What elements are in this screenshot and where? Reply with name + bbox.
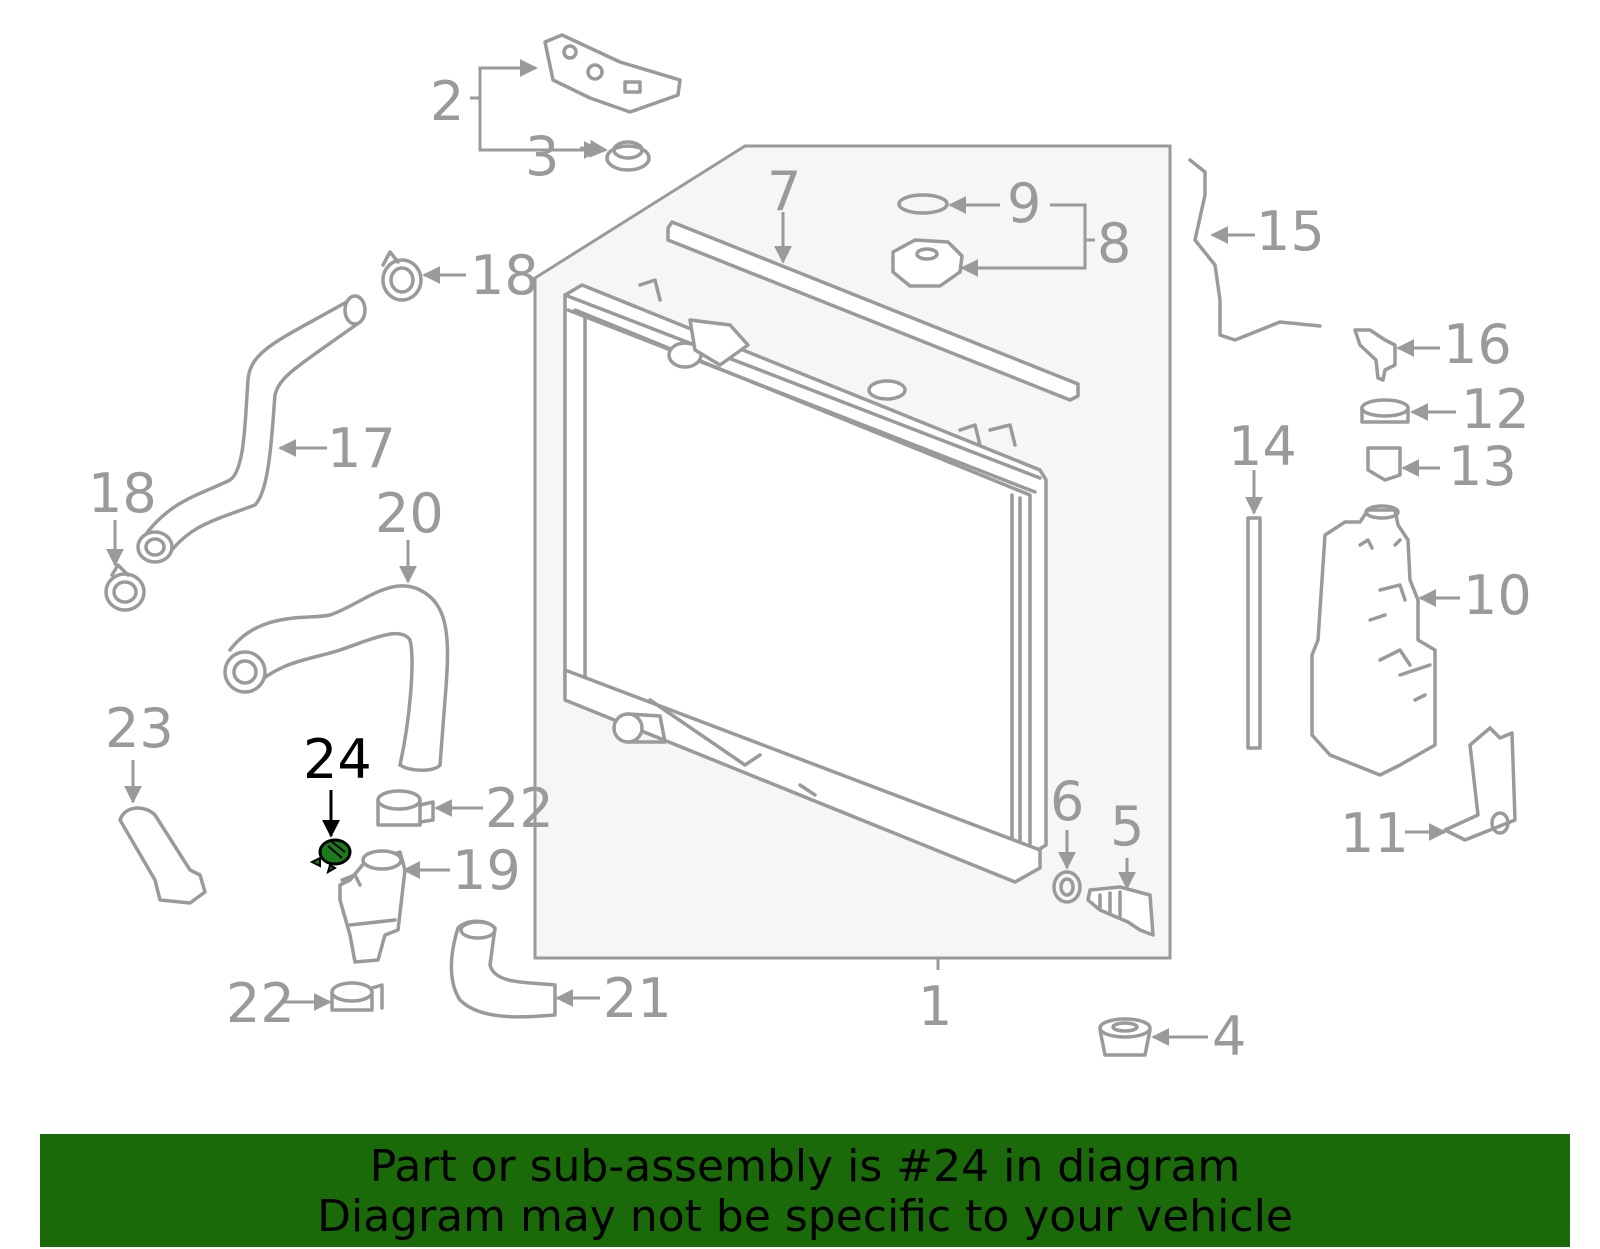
o-ring-icon: [897, 193, 949, 215]
callout-15: 15: [1256, 200, 1325, 263]
part-17-upper-hose[interactable]: [136, 294, 367, 564]
part-2-bracket[interactable]: [543, 33, 682, 114]
grommet-icon: [1366, 446, 1402, 482]
part-8-cap[interactable]: [891, 238, 964, 288]
callout-16: 16: [1443, 313, 1512, 376]
hose-clamp-icon: [104, 572, 146, 612]
radiator-cap-icon: [891, 238, 964, 288]
part-11-bracket[interactable]: [1443, 726, 1517, 842]
callout-13: 13: [1448, 435, 1517, 498]
reservoir-icon: [1310, 508, 1437, 777]
part-24-highlighted[interactable]: [309, 838, 352, 875]
part-12-cap[interactable]: [1360, 398, 1410, 424]
part-22-clamp-upper[interactable]: [376, 789, 435, 827]
part-15-hose[interactable]: [1188, 158, 1322, 342]
seal-strip-icon: [666, 220, 1080, 402]
banner-line-1: Part or sub-assembly is #24 in diagram: [369, 1141, 1241, 1192]
callout-11: 11: [1340, 802, 1409, 865]
callout-5: 5: [1110, 795, 1144, 858]
callout-23: 23: [105, 697, 174, 760]
callout-labels: 1 2 3 4 5 6 7 8 9 10 11 12 13 14 15 16 1…: [88, 70, 1532, 1068]
part-22-clamp-lower[interactable]: [330, 981, 384, 1012]
callout-18-upper: 18: [470, 244, 539, 307]
reservoir-bracket-icon: [1443, 726, 1517, 842]
part-23-hose[interactable]: [118, 806, 207, 905]
callout-7: 7: [767, 160, 801, 223]
small-hose-icon: [118, 806, 207, 905]
radiator-assembly-group[interactable]: [533, 144, 1172, 970]
overflow-hose-icon: [1188, 158, 1322, 342]
part-16-clip[interactable]: [1353, 328, 1397, 382]
callout-6: 6: [1050, 770, 1084, 833]
part-7-seal[interactable]: [666, 220, 1080, 402]
clip-icon: [1353, 328, 1397, 382]
callout-22-upper: 22: [485, 777, 554, 840]
callout-14: 14: [1228, 415, 1297, 478]
callout-17: 17: [327, 417, 396, 480]
part-18-clamp-lower[interactable]: [104, 563, 146, 612]
callout-8: 8: [1097, 212, 1131, 275]
lower-hose-icon: [228, 584, 450, 767]
hose-clamp-icon: [381, 258, 423, 302]
part-20-lower-hose[interactable]: [223, 584, 450, 772]
callout-1: 1: [918, 975, 952, 1038]
callout-12: 12: [1461, 378, 1530, 441]
info-banner: Part or sub-assembly is #24 in diagram D…: [40, 1134, 1570, 1247]
part-18-clamp-upper[interactable]: [381, 250, 423, 302]
callout-2: 2: [430, 70, 464, 133]
callout-20: 20: [375, 482, 444, 545]
part-4-grommet[interactable]: [1098, 1017, 1152, 1057]
callout-3: 3: [525, 125, 559, 188]
part-13-grommet[interactable]: [1366, 446, 1402, 482]
washer-icon: [1052, 870, 1082, 904]
banner-line-2: Diagram may not be specific to your vehi…: [317, 1191, 1293, 1242]
part-10-reservoir[interactable]: [1310, 504, 1437, 777]
upper-hose-icon: [141, 298, 362, 557]
part-6-washer[interactable]: [1052, 870, 1082, 904]
part-3-nut[interactable]: [605, 140, 651, 172]
leader-lines: [106, 59, 1460, 1046]
callout-4: 4: [1212, 1005, 1246, 1068]
callout-19: 19: [452, 839, 521, 902]
callout-21: 21: [603, 967, 672, 1030]
callout-24: 24: [303, 728, 372, 791]
callout-22-lower: 22: [226, 972, 295, 1035]
part-19-pipe[interactable]: [338, 849, 407, 964]
part-9-o-ring[interactable]: [897, 193, 949, 215]
part-14-rod[interactable]: [1246, 516, 1262, 750]
callout-9: 9: [1007, 172, 1041, 235]
part-21-hose[interactable]: [449, 919, 557, 1019]
callout-10: 10: [1463, 564, 1532, 627]
level-rod-icon: [1246, 516, 1262, 750]
callout-18-lower: 18: [88, 462, 157, 525]
bracket-icon: [543, 33, 682, 114]
